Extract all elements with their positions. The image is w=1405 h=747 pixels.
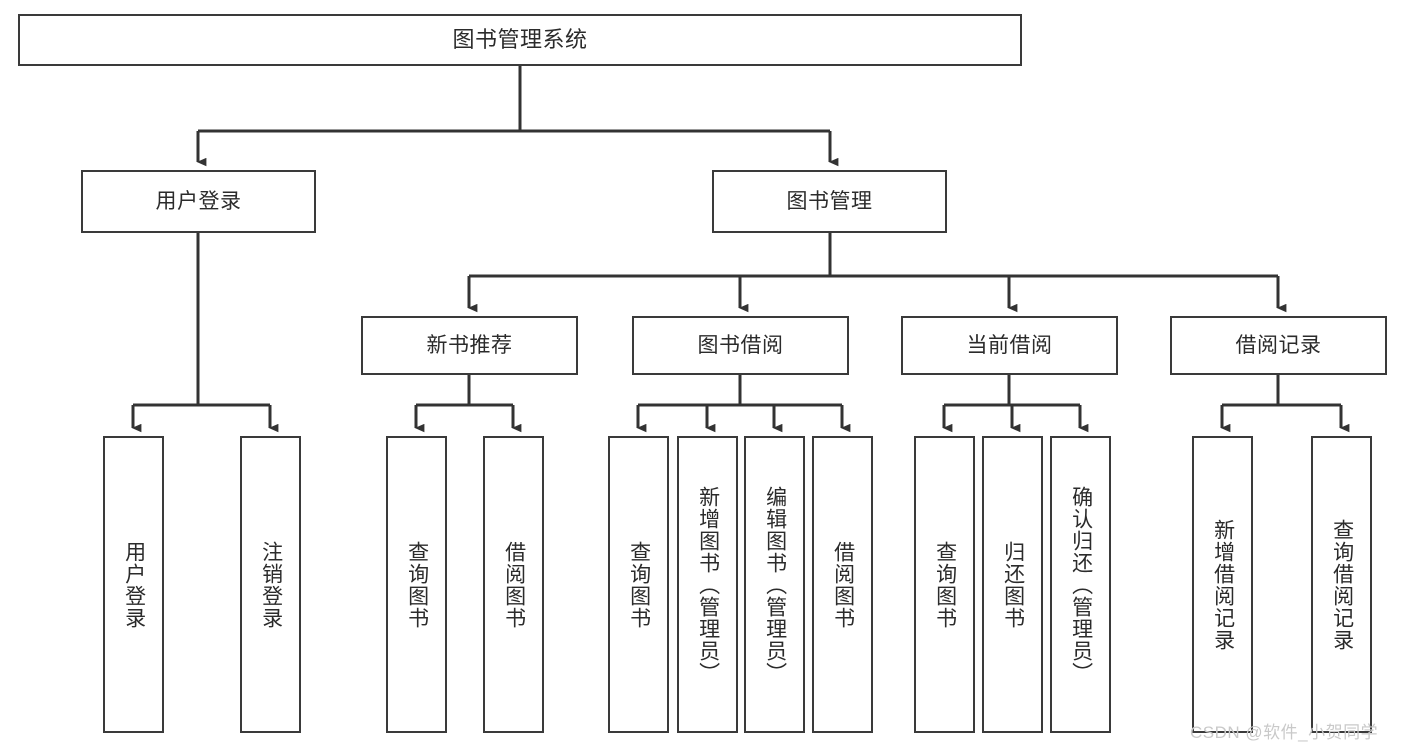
node-leaf-logout[interactable]: 注销登录 bbox=[240, 436, 301, 733]
node-leaf-query-books-newbook[interactable]: 查询图书 bbox=[386, 436, 447, 733]
node-label: 当前借阅 bbox=[966, 333, 1053, 357]
node-user-login[interactable]: 用户登录 bbox=[81, 170, 316, 233]
node-label: 确认归还（管理员） bbox=[1069, 485, 1093, 684]
node-leaf-borrow-books-newbook[interactable]: 借阅图书 bbox=[483, 436, 544, 733]
node-label: 用户登录 bbox=[155, 189, 242, 213]
node-label: 新书推荐 bbox=[426, 333, 513, 357]
node-leaf-add-borrow-record[interactable]: 新增借阅记录 bbox=[1192, 436, 1253, 733]
watermark-text: CSDN @软件_小贺同学 bbox=[1190, 723, 1379, 742]
node-label: 查询图书 bbox=[405, 540, 429, 629]
node-new-book-recommendation[interactable]: 新书推荐 bbox=[361, 316, 578, 375]
node-leaf-confirm-return-admin[interactable]: 确认归还（管理员） bbox=[1050, 436, 1111, 733]
node-label: 查询借阅记录 bbox=[1330, 518, 1354, 651]
node-root-book-management-system[interactable]: 图书管理系统 bbox=[18, 14, 1022, 66]
node-label: 查询图书 bbox=[933, 540, 957, 629]
node-borrowing-records[interactable]: 借阅记录 bbox=[1170, 316, 1387, 375]
node-label: 注销登录 bbox=[259, 540, 283, 629]
node-label: 借阅图书 bbox=[502, 540, 526, 629]
node-label: 归还图书 bbox=[1001, 540, 1025, 629]
node-leaf-add-book-admin[interactable]: 新增图书（管理员） bbox=[677, 436, 738, 733]
node-label: 图书管理 bbox=[786, 189, 873, 213]
node-label: 查询图书 bbox=[627, 540, 651, 629]
node-leaf-query-books-borrow[interactable]: 查询图书 bbox=[608, 436, 669, 733]
node-book-management[interactable]: 图书管理 bbox=[712, 170, 947, 233]
node-leaf-user-login[interactable]: 用户登录 bbox=[103, 436, 164, 733]
node-label: 借阅记录 bbox=[1235, 333, 1322, 357]
node-label: 图书借阅 bbox=[697, 333, 784, 357]
node-label: 编辑图书（管理员） bbox=[763, 485, 787, 684]
node-leaf-query-borrow-record[interactable]: 查询借阅记录 bbox=[1311, 436, 1372, 733]
node-leaf-return-books[interactable]: 归还图书 bbox=[982, 436, 1043, 733]
node-leaf-query-books-current[interactable]: 查询图书 bbox=[914, 436, 975, 733]
node-current-borrowing[interactable]: 当前借阅 bbox=[901, 316, 1118, 375]
node-label: 用户登录 bbox=[122, 540, 146, 629]
node-book-borrowing[interactable]: 图书借阅 bbox=[632, 316, 849, 375]
node-label: 新增借阅记录 bbox=[1211, 518, 1235, 651]
node-label: 借阅图书 bbox=[831, 540, 855, 629]
node-label: 图书管理系统 bbox=[452, 26, 588, 52]
node-label: 新增图书（管理员） bbox=[696, 485, 720, 684]
node-leaf-edit-book-admin[interactable]: 编辑图书（管理员） bbox=[744, 436, 805, 733]
node-leaf-borrow-books-borrow[interactable]: 借阅图书 bbox=[812, 436, 873, 733]
